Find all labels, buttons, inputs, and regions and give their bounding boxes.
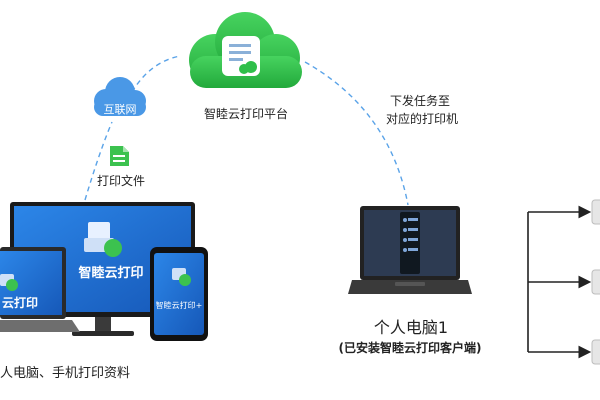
phone-screen-text: 智睦云打印+ xyxy=(155,301,203,310)
platform-label: 智睦云打印平台 xyxy=(203,107,289,121)
document-icon xyxy=(110,146,129,166)
dashed-link-devices-internet xyxy=(84,121,113,201)
dashed-link-internet-platform xyxy=(131,55,181,93)
pc1-subtitle: (已安装智睦云打印客户端) xyxy=(338,341,482,355)
dispatch-label-line2: 对应的打印机 xyxy=(385,112,459,126)
dashed-link-platform-pc1 xyxy=(304,61,409,206)
printer-icon xyxy=(591,199,600,365)
internet-cloud-icon xyxy=(94,77,146,116)
internet-label: 互联网 xyxy=(103,103,137,116)
monitor-screen-text: 智睦云打印 xyxy=(78,266,144,281)
pc1-title: 个人电脑1 xyxy=(373,318,449,337)
platform-cloud-icon xyxy=(189,12,302,88)
dispatch-arrows xyxy=(527,205,592,359)
phone-icon xyxy=(150,247,208,341)
upload-label: 打印文件 xyxy=(96,174,146,188)
laptop-icon xyxy=(0,247,80,332)
pc1-laptop-icon xyxy=(348,206,472,294)
dispatch-label-line1: 下发任务至 xyxy=(389,94,451,108)
devices-caption: 人电脑、手机打印资料 xyxy=(0,366,131,381)
laptop-screen-text: 云打印 xyxy=(2,296,39,310)
